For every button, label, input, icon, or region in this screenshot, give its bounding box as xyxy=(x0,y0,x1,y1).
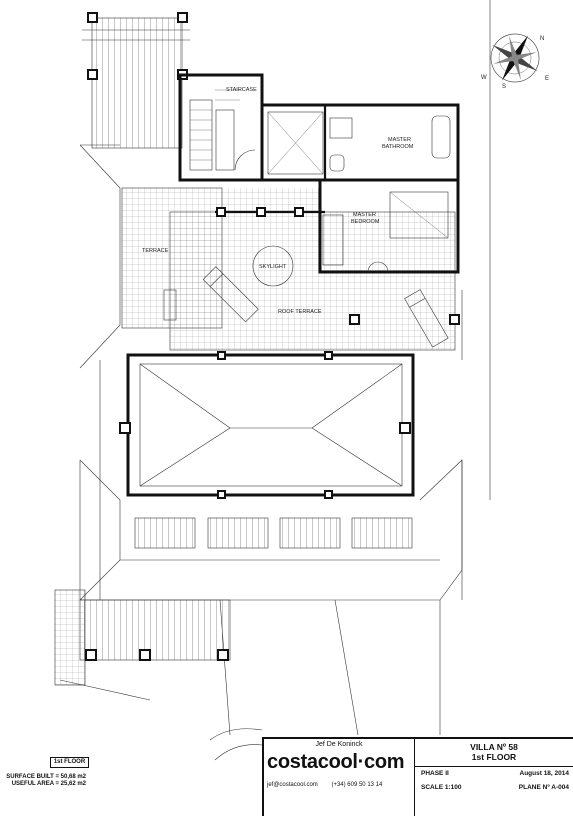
plane-number: A-004 xyxy=(551,784,569,791)
architect-name: Jef De Koninck xyxy=(315,741,363,748)
surface-built: SURFACE BUILT = 50,68 m2 xyxy=(6,774,86,780)
label-master-bedroom-1: MASTER xyxy=(353,212,376,218)
brand-logo: costacool·com xyxy=(267,751,405,773)
main-roof xyxy=(119,351,415,499)
label-master-bathroom-2: BATHROOM xyxy=(382,144,414,150)
label-master-bathroom-1: MASTER xyxy=(388,137,411,143)
compass-west: W xyxy=(481,75,487,81)
bathroom-block xyxy=(260,103,460,182)
lower-windows xyxy=(134,517,413,549)
phase: PHASE II xyxy=(421,770,449,777)
master-bedroom xyxy=(318,178,460,274)
terrace-floor xyxy=(121,187,456,351)
title-block-brand-panel: Jef De Koninck costacool·com jef@costaco… xyxy=(264,739,415,816)
plane-label: PLANE Nº xyxy=(518,784,550,791)
roof-outline xyxy=(79,0,491,736)
contact-line: jef@costacool.com (+34) 609 50 13 14 xyxy=(267,782,413,788)
label-terrace: TERRACE xyxy=(142,248,169,254)
terrace-wall xyxy=(215,207,460,325)
project-floor: 1st FLOOR xyxy=(471,752,517,762)
scale-row: SCALE 1:100 PLANE Nº A-004 xyxy=(421,784,569,791)
floor-tag: 1st FLOOR xyxy=(50,757,89,768)
compass-east: E xyxy=(545,76,549,82)
useful-area: USEFUL AREA = 25,62 m2 xyxy=(11,781,86,787)
contact-phone: (+34) 609 50 13 14 xyxy=(331,782,383,788)
compass-north: N xyxy=(540,36,544,42)
top-pergola xyxy=(82,12,190,149)
title-block-divider xyxy=(415,766,573,767)
project-title: VILLA Nº 58 1st FLOOR xyxy=(415,742,573,762)
project-name: VILLA Nº 58 xyxy=(470,742,518,752)
skylight-circle xyxy=(252,245,294,287)
title-block: Jef De Koninck costacool·com jef@costaco… xyxy=(262,737,573,816)
bottom-pergola xyxy=(54,589,263,761)
label-skylight: SKYLIGHT xyxy=(259,264,287,270)
phase-row: PHASE II August 18, 2014 xyxy=(421,770,569,777)
contact-email[interactable]: jef@costacool.com xyxy=(267,782,318,788)
label-staircase: STAIRCASE xyxy=(226,87,257,93)
compass-rose xyxy=(490,33,540,83)
title-block-info-panel: VILLA Nº 58 1st FLOOR PHASE II August 18… xyxy=(415,739,573,816)
label-master-bedroom-2: BEDROOM xyxy=(351,219,380,225)
compass-south: S xyxy=(502,84,506,90)
plane-number-group: PLANE Nº A-004 xyxy=(519,784,569,791)
sunbeds xyxy=(163,266,449,348)
label-roof-terrace: ROOF TERRACE xyxy=(278,309,322,315)
surface-areas: SURFACE BUILT = 50,68 m2 USEFUL AREA = 2… xyxy=(4,774,86,788)
scale: SCALE 1:100 xyxy=(421,784,462,791)
drawing-date: August 18, 2014 xyxy=(519,770,570,777)
